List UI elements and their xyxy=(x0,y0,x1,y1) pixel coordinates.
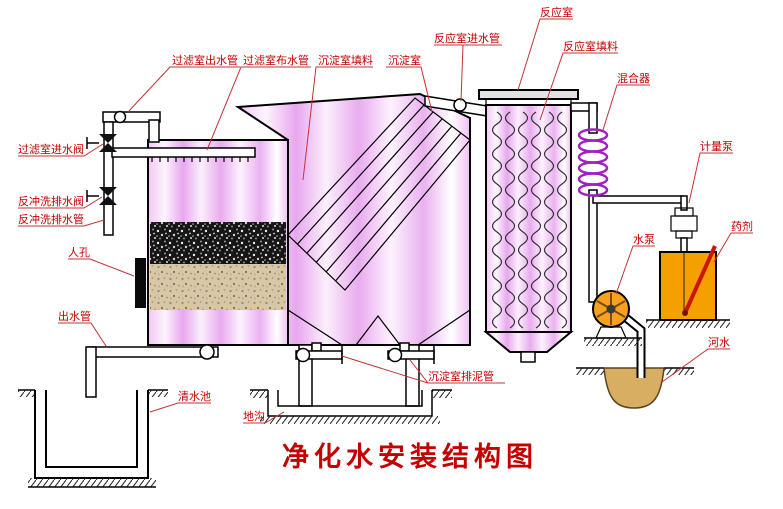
stirrer-tip xyxy=(682,310,688,316)
outlet-pipe-vertical xyxy=(85,346,97,398)
leader-chemical xyxy=(713,232,753,263)
pump-stand xyxy=(595,326,627,339)
label-clean-water-pool: 清水池 xyxy=(178,390,211,403)
river-water-pit xyxy=(603,367,665,409)
distribution-perforations xyxy=(151,157,249,162)
leader-reaction-inlet xyxy=(434,44,502,102)
leader-sed-packing xyxy=(302,66,373,181)
river-pit xyxy=(576,367,694,409)
clean-water-pool xyxy=(18,389,168,488)
filter-inlet-valve xyxy=(86,134,117,152)
distribution-pipe xyxy=(111,147,256,158)
label-reaction-chamber: 反应室 xyxy=(540,5,573,19)
label-metering-pump: 计量泵 xyxy=(700,140,733,153)
diagram-title: 净化水安装结构图 xyxy=(282,442,538,472)
bottom-outlet-piping xyxy=(85,344,219,398)
label-outlet-pipe: 出水管 xyxy=(58,309,91,323)
left-piping xyxy=(86,110,256,236)
pump-suction-pipe xyxy=(623,315,644,378)
labels: 过滤室出水管 过滤室布水管 沉淀室填料 沉淀室 反应室进水管 反应室 反应室填料… xyxy=(18,5,753,424)
leader-backwash-pipe xyxy=(18,219,105,227)
backwash-drain-valve xyxy=(86,187,117,205)
outlet-flange xyxy=(199,344,215,360)
suction-stem xyxy=(680,237,688,253)
mixer-riser-top xyxy=(588,102,598,134)
metering-pump-base xyxy=(675,230,693,239)
manhole-cover xyxy=(135,258,146,308)
reaction-chamber xyxy=(424,89,579,363)
leader-clean-pool xyxy=(149,402,211,413)
label-sedimentation-chamber: 沉淀室 xyxy=(388,53,421,67)
supports-and-drains xyxy=(250,342,452,424)
mixer-line xyxy=(570,102,684,303)
label-sedimentation-packing: 沉淀室填料 xyxy=(318,53,373,67)
leader-backwash-valve xyxy=(18,196,103,209)
riser-pipe xyxy=(103,121,114,236)
bottom-cone xyxy=(483,331,574,353)
top-flange xyxy=(478,89,579,100)
label-reaction-inlet-pipe: 反应室进水管 xyxy=(434,31,500,45)
label-sludge-pipe: 沉淀室排泥管 xyxy=(428,369,494,383)
metering-pump-body xyxy=(670,215,698,232)
ground-trench xyxy=(250,389,452,424)
filter-chamber xyxy=(135,139,289,346)
water-pump-group xyxy=(584,290,646,378)
leader-water-pump xyxy=(615,245,655,295)
outlet-stub xyxy=(148,119,160,143)
label-filter-inlet-valve: 过滤室进水阀 xyxy=(18,142,84,156)
label-mixer: 混合器 xyxy=(617,71,650,85)
leader-reaction-chamber xyxy=(517,18,573,91)
label-trench: 地沟 xyxy=(243,410,265,423)
dosing-station xyxy=(646,195,730,328)
anthracite-media-layer xyxy=(150,222,286,264)
leader-sludge-pipe xyxy=(341,355,505,384)
leader-distribution xyxy=(206,66,311,151)
leader-inlet-valve xyxy=(18,143,104,157)
leader-river-water xyxy=(661,348,730,383)
impeller-blades xyxy=(596,293,626,325)
label-manhole: 人孔 xyxy=(68,246,90,259)
sludge-drain-1 xyxy=(295,342,343,364)
leader-sed-chamber xyxy=(386,66,433,113)
leader-metering-pump xyxy=(688,152,733,204)
outlet-pipe-horizontal xyxy=(87,346,219,358)
leader-mixer xyxy=(602,84,650,131)
leader-outlet-pipe xyxy=(58,322,107,347)
cone-outlet xyxy=(520,351,536,363)
filter-outlet-pipe xyxy=(102,111,161,123)
label-filter-outlet-pipe: 过滤室出水管 xyxy=(172,53,238,67)
mixer-coil xyxy=(577,128,609,197)
label-backwash-drain-pipe: 反冲洗排水管 xyxy=(18,212,84,226)
label-filter-distribution-pipe: 过滤室布水管 xyxy=(243,53,309,67)
label-chemical: 药剂 xyxy=(731,219,753,233)
mixer-riser-bottom xyxy=(588,189,598,303)
sludge-drain-2 xyxy=(387,342,435,364)
inlet-valve xyxy=(453,98,467,112)
pipe-union xyxy=(113,110,127,124)
label-reaction-packing: 反应室填料 xyxy=(563,39,618,53)
sand-media-layer xyxy=(150,264,286,310)
label-backwash-drain-valve: 反冲洗排水阀 xyxy=(18,194,84,208)
reaction-packing-waves xyxy=(491,111,568,329)
leader-manhole xyxy=(68,258,135,277)
hopper-slopes xyxy=(287,309,471,346)
sedimentation-chamber xyxy=(234,92,471,346)
stirrer-rod xyxy=(683,245,717,314)
leader-reaction-packing xyxy=(539,52,618,121)
label-river-water: 河水 xyxy=(708,336,730,349)
dosing-pipe xyxy=(592,195,684,204)
lamella-plates xyxy=(287,97,471,291)
label-water-pump: 水泵 xyxy=(633,233,655,246)
leader-trench xyxy=(243,411,285,424)
leader-filter-outlet xyxy=(127,66,240,113)
pump-hub xyxy=(606,304,616,314)
